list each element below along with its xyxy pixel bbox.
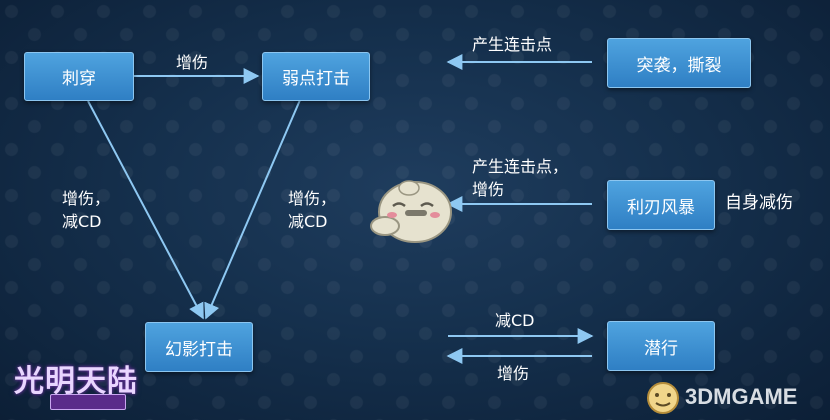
node-blade-storm: 利刃风暴 [607, 180, 715, 230]
node-weak-strike: 弱点打击 [262, 52, 370, 101]
label-weak-phantom: 增伤， 减CD [288, 187, 336, 233]
label-line: 产生连击点， [472, 157, 569, 176]
node-phantom-strike: 幻影打击 [145, 322, 253, 372]
label-line: 减CD [288, 212, 328, 231]
node-stealth: 潜行 [607, 321, 715, 371]
logo-text: 光明天陆 [14, 364, 138, 399]
watermark-text: 3DMGAME [685, 384, 798, 409]
side-note-self-damage-reduction: 自身减伤 [725, 193, 793, 213]
label-blade-out: 产生连击点， 增伤 [472, 155, 568, 201]
label-sneak-out: 产生连击点 [472, 35, 553, 54]
game-logo: 光明天陆 [6, 352, 176, 412]
label-line: 增伤， [62, 189, 111, 208]
watermark: 3DMGAME [645, 376, 830, 420]
label-line: 减CD [62, 212, 102, 231]
node-sneak-tear: 突袭，撕裂 [607, 38, 751, 88]
label-pierce-weak: 增伤 [176, 53, 209, 72]
label-pierce-phantom: 增伤， 减CD [62, 187, 110, 233]
mascot-icon [370, 180, 452, 243]
node-pierce: 刺穿 [24, 52, 134, 101]
label-line: 增伤， [288, 189, 337, 208]
label-line: 增伤 [472, 180, 505, 199]
logo-ribbon [50, 394, 126, 410]
edge-pierce-phantom [87, 100, 204, 320]
label-stealth-out: 增伤 [497, 364, 530, 383]
edge-weak-phantom [204, 99, 301, 320]
watermark-mascot-icon [647, 382, 679, 414]
label-stealth-in: 减CD [495, 311, 535, 330]
